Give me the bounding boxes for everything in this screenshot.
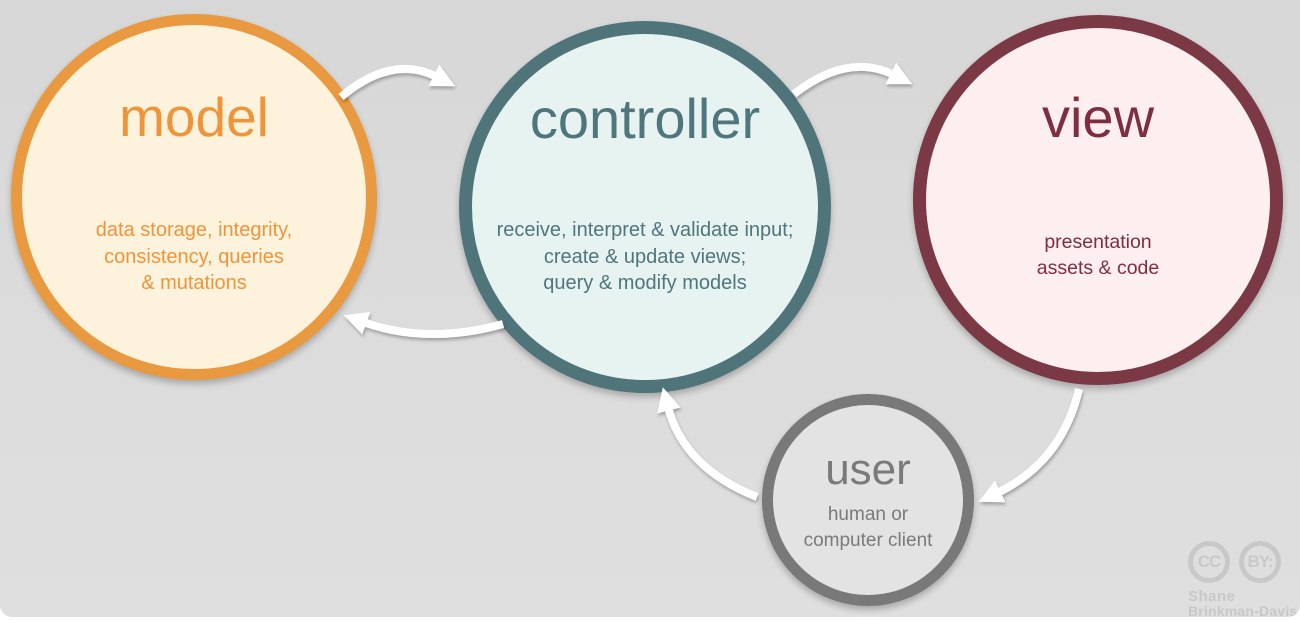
- controller-description-line: receive, interpret & validate input;: [496, 219, 794, 241]
- controller-description-line: query & modify models: [543, 272, 747, 294]
- controller-description-line: create & update views;: [543, 245, 747, 268]
- user-title: user: [825, 445, 911, 494]
- arrow-controller-to-model: [343, 311, 505, 339]
- user-description-line: computer client: [803, 529, 933, 551]
- view-circle: view presentation assets & code: [913, 15, 1283, 385]
- user-circle: user human or computer client: [762, 394, 974, 606]
- license-badges: CC BY:: [1188, 541, 1297, 583]
- model-title: model: [119, 86, 269, 148]
- controller-circle: controller receive, interpret & validate…: [459, 21, 831, 393]
- arrow-user-to-controller: [657, 387, 759, 501]
- by-icon: BY:: [1239, 541, 1281, 583]
- model-description: data storage, integrity, consistency, qu…: [22, 217, 366, 297]
- controller-description: receive, interpret & validate input; cre…: [472, 217, 818, 297]
- model-description-line: data storage, integrity,: [95, 219, 293, 241]
- model-description-line: & mutations: [141, 272, 247, 294]
- arrow-view-to-user: [978, 388, 1083, 503]
- view-description-line: assets & code: [1036, 257, 1160, 279]
- attribution-author-last-name: Brinkman-Davis: [1188, 603, 1298, 618]
- view-description: presentation assets & code: [926, 229, 1270, 281]
- view-description-line: presentation: [1044, 231, 1152, 253]
- cc-icon-label: CC: [1197, 552, 1222, 571]
- license-attribution: CC BY: Shane Brinkman-Davis: [1188, 541, 1297, 617]
- by-icon-label: BY:: [1247, 552, 1273, 571]
- controller-title: controller: [529, 87, 761, 150]
- model-description-line: consistency, queries: [104, 245, 284, 268]
- view-title: view: [1041, 86, 1155, 149]
- user-description-line: human or: [827, 504, 909, 525]
- attribution-author-first-name: Shane: [1188, 588, 1236, 605]
- model-circle: model data storage, integrity, consisten…: [11, 14, 377, 380]
- user-description: human or computer client: [773, 502, 963, 553]
- cc-icon: CC: [1188, 541, 1230, 583]
